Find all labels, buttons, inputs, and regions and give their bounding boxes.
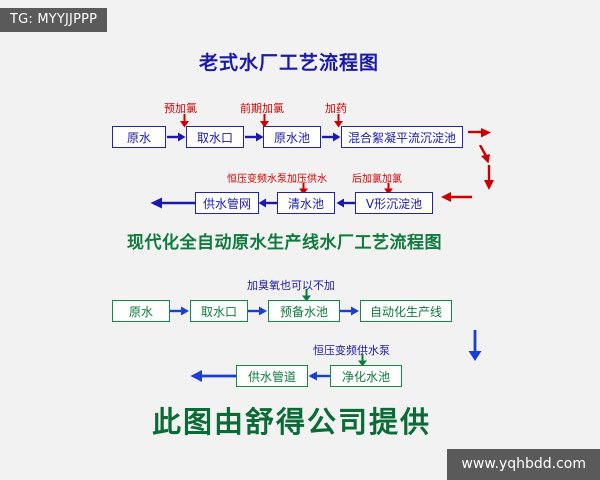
arrow-red-connector-1: [468, 128, 492, 142]
arrow-modern-left-2: [190, 369, 236, 383]
arrow-blue-left-3: [150, 196, 195, 210]
box-modern-purified-pool: 净化水池: [330, 365, 402, 387]
arrow-red-down-5: [383, 183, 394, 195]
box-old-clear-water-pool: 清水池: [277, 192, 335, 214]
note-dosing: 加药: [325, 102, 347, 115]
arrow-red-connector-3: [482, 165, 498, 191]
arrow-modern-right-3: [340, 305, 360, 317]
arrow-red-down-4: [298, 183, 309, 195]
arrow-red-down-1: [179, 114, 190, 128]
arrow-red-down-2: [259, 114, 270, 128]
arrow-blue-right-1: [167, 131, 186, 143]
arrow-modern-right-2: [248, 305, 268, 317]
box-modern-prepare-pool: 预备水池: [268, 300, 340, 322]
arrow-blue-right-3: [322, 131, 341, 143]
box-modern-auto-line: 自动化生产线: [360, 300, 452, 322]
arrow-blue-right-2: [245, 131, 264, 143]
arrow-modern-left-1: [308, 370, 330, 382]
note-constant-pressure-supply: 恒压变频供水泵: [313, 344, 390, 357]
watermark: www.yqhbdd.com: [447, 449, 600, 480]
box-modern-intake: 取水口: [190, 300, 248, 322]
note-constant-pressure-pump: 恒压变频水泵加压供水: [227, 174, 327, 185]
arrow-green-down-1: [301, 289, 312, 302]
box-old-raw-water: 原水: [112, 126, 166, 148]
arrow-red-connector-2: [477, 145, 493, 165]
box-old-v-shape-sedimentation: V形沉淀池: [355, 192, 433, 214]
page-title-old-plant: 老式水厂工艺流程图: [199, 52, 380, 74]
note-ozone-optional: 加臭氧也可以不加: [247, 279, 335, 292]
box-old-coagulation-sedimentation: 混合絮凝平流沉淀池: [341, 126, 463, 148]
arrow-red-connector-4: [440, 190, 472, 204]
arrow-blue-left-1: [336, 197, 355, 209]
box-modern-raw-water: 原水: [112, 300, 170, 322]
box-modern-supply-pipeline: 供水管道: [236, 365, 308, 387]
note-pre-chlorination-2: 前期加氯: [240, 102, 284, 115]
box-old-intake: 取水口: [186, 126, 244, 148]
box-old-raw-water-pool: 原水池: [263, 126, 321, 148]
page-title-modern-plant: 现代化全自动原水生产线水厂工艺流程图: [127, 233, 442, 253]
note-post-chlorination: 后加氯加氯: [352, 174, 402, 185]
arrow-modern-down-right: [467, 330, 483, 362]
arrow-green-down-2: [357, 354, 368, 367]
credit-title: 此图由舒得公司提供: [152, 405, 432, 439]
arrow-blue-left-2: [258, 197, 277, 209]
note-pre-chlorination-1: 预加氯: [164, 102, 197, 115]
tg-tag: TG: MYYJJPPP: [0, 8, 108, 32]
arrow-modern-right-1: [170, 305, 190, 317]
arrow-red-down-3: [333, 114, 344, 128]
box-old-supply-network: 供水管网: [195, 192, 259, 214]
